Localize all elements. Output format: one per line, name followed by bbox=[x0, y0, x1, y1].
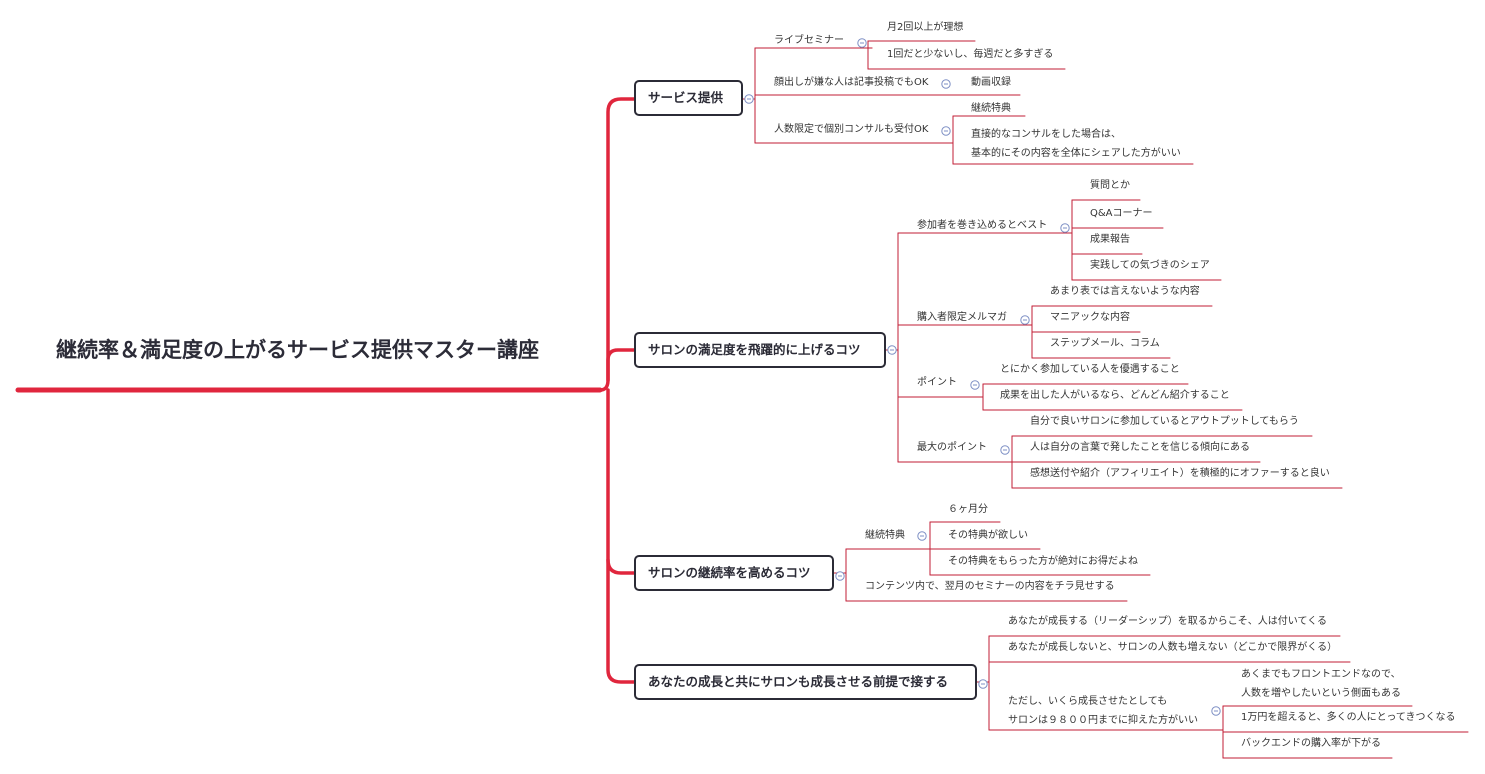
collapse-toggle-icon[interactable] bbox=[1211, 706, 1221, 716]
subtopic-involve[interactable]: 参加者を巻き込めるとベスト bbox=[917, 220, 1048, 231]
subtopic-preview[interactable]: コンテンツ内で、翌月のセミナーの内容をチラ見せする bbox=[865, 581, 1115, 592]
subtopic-leadership[interactable]: あなたが成長する（リーダーシップ）を取るからこそ、人は付いてくる bbox=[1008, 616, 1327, 627]
leaf[interactable]: ６ヶ月分 bbox=[948, 504, 988, 515]
topic-salon-retention[interactable]: サロンの継続率を高めるコツ bbox=[634, 555, 834, 591]
leaf-line: 基本的にその内容を全体にシェアした方がいい bbox=[971, 148, 1181, 159]
main-branch-line bbox=[598, 97, 636, 392]
subtopic-biggest-point[interactable]: 最大のポイント bbox=[917, 442, 987, 453]
subtopic-mailmag[interactable]: 購入者限定メルマガ bbox=[917, 312, 1007, 323]
leaf-line: 人数を増やしたいという側面もある bbox=[1241, 688, 1401, 699]
leaf[interactable]: あくまでもフロントエンドなので、 人数を増やしたいという側面もある bbox=[1241, 668, 1401, 700]
collapse-toggle-icon[interactable] bbox=[941, 79, 951, 89]
subtopic-point[interactable]: ポイント bbox=[917, 377, 957, 388]
collapse-toggle-icon[interactable] bbox=[1060, 223, 1070, 233]
leaf[interactable]: とにかく参加している人を優遇すること bbox=[1000, 364, 1180, 375]
leaf[interactable]: 感想送付や紹介（アフィリエイト）を積極的にオファーすると良い bbox=[1030, 468, 1330, 479]
leaf[interactable]: 直接的なコンサルをした場合は、 基本的にその内容を全体にシェアした方がいい bbox=[971, 128, 1181, 160]
collapse-toggle-icon[interactable] bbox=[887, 345, 897, 355]
leaf[interactable]: 1回だと少ないし、毎週だと多すぎる bbox=[887, 49, 1054, 60]
subtopic-live-seminar[interactable]: ライブセミナー bbox=[774, 35, 844, 46]
leaf[interactable]: 質問とか bbox=[1090, 180, 1130, 191]
collapse-toggle-icon[interactable] bbox=[1000, 445, 1010, 455]
main-branch-line bbox=[606, 388, 636, 575]
leaf[interactable]: 人は自分の言葉で発したことを信じる傾向にある bbox=[1030, 442, 1250, 453]
leaf[interactable]: マニアックな内容 bbox=[1050, 312, 1130, 323]
collapse-toggle-icon[interactable] bbox=[1020, 315, 1030, 325]
collapse-toggle-icon[interactable] bbox=[970, 380, 980, 390]
subtopic-line: サロンは９８００円までに抑えた方がいい bbox=[1008, 715, 1198, 726]
leaf[interactable]: 継続特典 bbox=[971, 103, 1011, 114]
root-topic[interactable]: 継続率＆満足度の上がるサービス提供マスター講座 bbox=[56, 338, 539, 362]
leaf[interactable]: 月2回以上が理想 bbox=[887, 22, 964, 33]
leaf[interactable]: バックエンドの購入率が下がる bbox=[1241, 738, 1381, 749]
subtopic-line: ただし、いくら成長させたとしても bbox=[1008, 696, 1168, 707]
topic-salon-satisfaction[interactable]: サロンの満足度を飛躍的に上げるコツ bbox=[634, 332, 886, 368]
collapse-toggle-icon[interactable] bbox=[744, 94, 754, 104]
subtopic-article-ok[interactable]: 顔出しが嫌な人は記事投稿でもOK bbox=[774, 77, 929, 88]
leaf[interactable]: 1万円を超えると、多くの人にとってきつくなる bbox=[1241, 712, 1456, 723]
leaf[interactable]: 成果報告 bbox=[1090, 234, 1130, 245]
main-branch-line bbox=[606, 558, 636, 684]
collapse-toggle-icon[interactable] bbox=[917, 531, 927, 541]
leaf[interactable]: Q&Aコーナー bbox=[1090, 208, 1153, 219]
subtopic-limit[interactable]: あなたが成長しないと、サロンの人数も増えない（どこかで限界がくる） bbox=[1008, 642, 1338, 653]
main-branch-line bbox=[606, 348, 636, 382]
leaf[interactable]: 成果を出した人がいるなら、どんどん紹介すること bbox=[1000, 390, 1230, 401]
collapse-toggle-icon[interactable] bbox=[978, 679, 988, 689]
collapse-toggle-icon[interactable] bbox=[835, 571, 845, 581]
leaf[interactable]: あまり表では言えないような内容 bbox=[1050, 286, 1200, 297]
leaf-line: 直接的なコンサルをした場合は、 bbox=[971, 129, 1121, 140]
leaf[interactable]: 自分で良いサロンに参加しているとアウトプットしてもらう bbox=[1030, 416, 1299, 427]
collapse-toggle-icon[interactable] bbox=[857, 38, 867, 48]
subtopic-consult-ok[interactable]: 人数限定で個別コンサルも受付OK bbox=[774, 124, 929, 135]
leaf[interactable]: その特典が欲しい bbox=[948, 530, 1028, 541]
leaf[interactable]: その特典をもらった方が絶対にお得だよね bbox=[948, 556, 1138, 567]
leaf[interactable]: 動画収録 bbox=[971, 77, 1011, 88]
leaf[interactable]: 実践しての気づきのシェア bbox=[1090, 260, 1210, 271]
subtopic-retention-bonus[interactable]: 継続特典 bbox=[865, 530, 905, 541]
topic-service[interactable]: サービス提供 bbox=[634, 80, 743, 116]
topic-grow-together[interactable]: あなたの成長と共にサロンも成長させる前提で接する bbox=[634, 664, 977, 700]
subtopic-price-cap[interactable]: ただし、いくら成長させたとしても サロンは９８００円までに抑えた方がいい bbox=[1008, 695, 1198, 727]
leaf-line: あくまでもフロントエンドなので、 bbox=[1241, 669, 1401, 680]
leaf[interactable]: ステップメール、コラム bbox=[1050, 338, 1160, 349]
collapse-toggle-icon[interactable] bbox=[941, 126, 951, 136]
